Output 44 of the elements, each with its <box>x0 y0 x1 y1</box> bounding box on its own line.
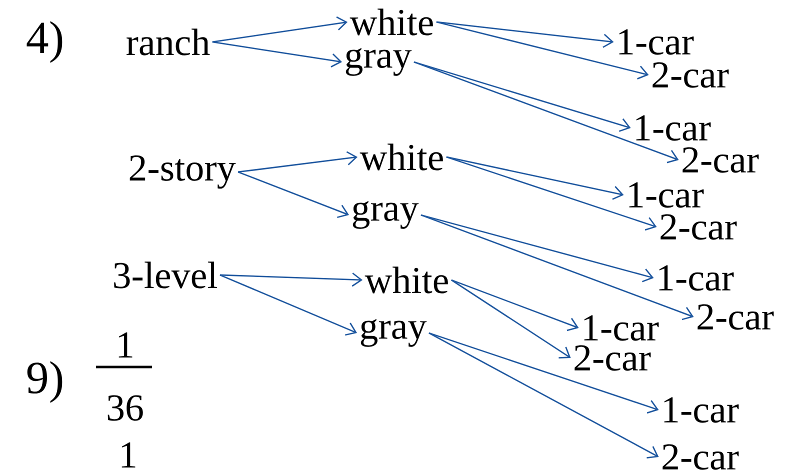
tree-label: 2-car <box>660 214 737 240</box>
tree-label: white <box>364 266 448 294</box>
arrow <box>451 279 579 332</box>
arrow <box>436 21 614 48</box>
arrow <box>451 279 571 359</box>
answer-label: 1 <box>118 332 132 358</box>
arrow <box>446 156 657 231</box>
tree-label: 2-car <box>662 444 739 470</box>
tree-label: 2-car <box>652 62 729 88</box>
answer-label: 36 <box>108 395 143 421</box>
tree-label: 3-level <box>114 262 218 288</box>
arrow <box>220 272 363 287</box>
tree-label: gray <box>360 319 427 347</box>
tree-label: 2-car <box>682 147 759 173</box>
arrow <box>446 156 624 200</box>
tree-label: white <box>350 8 433 36</box>
tree-label: 1-car <box>619 29 694 55</box>
arrow <box>212 16 348 43</box>
tree-label: 1-car <box>584 315 659 341</box>
arrow <box>428 332 659 414</box>
tree-label: gray <box>346 48 412 76</box>
answer-label: 9) <box>27 361 62 403</box>
tree-label: ranch <box>126 28 210 56</box>
tree-label: 2-story <box>130 155 236 189</box>
arrow <box>212 41 342 68</box>
arrow <box>428 332 659 459</box>
tree-label: 2-car <box>574 345 651 371</box>
arrow <box>436 21 649 80</box>
answer-label: 4) <box>26 21 62 63</box>
arrow <box>238 171 350 218</box>
arrow <box>238 151 358 173</box>
arrow <box>420 214 654 282</box>
arrow <box>414 61 679 164</box>
arrow <box>414 61 631 132</box>
tree-label: 1-car <box>629 182 704 208</box>
tree-label: white <box>360 144 443 170</box>
tree-label: 1-car <box>636 115 711 141</box>
answer-label: 1 <box>122 442 136 468</box>
tree-label: 1-car <box>664 397 739 423</box>
arrow <box>220 274 358 336</box>
tree-label: gray <box>352 201 419 229</box>
tree-label: 1-car <box>659 265 734 291</box>
arrow <box>420 214 694 320</box>
tree-label: 2-car <box>698 304 774 330</box>
